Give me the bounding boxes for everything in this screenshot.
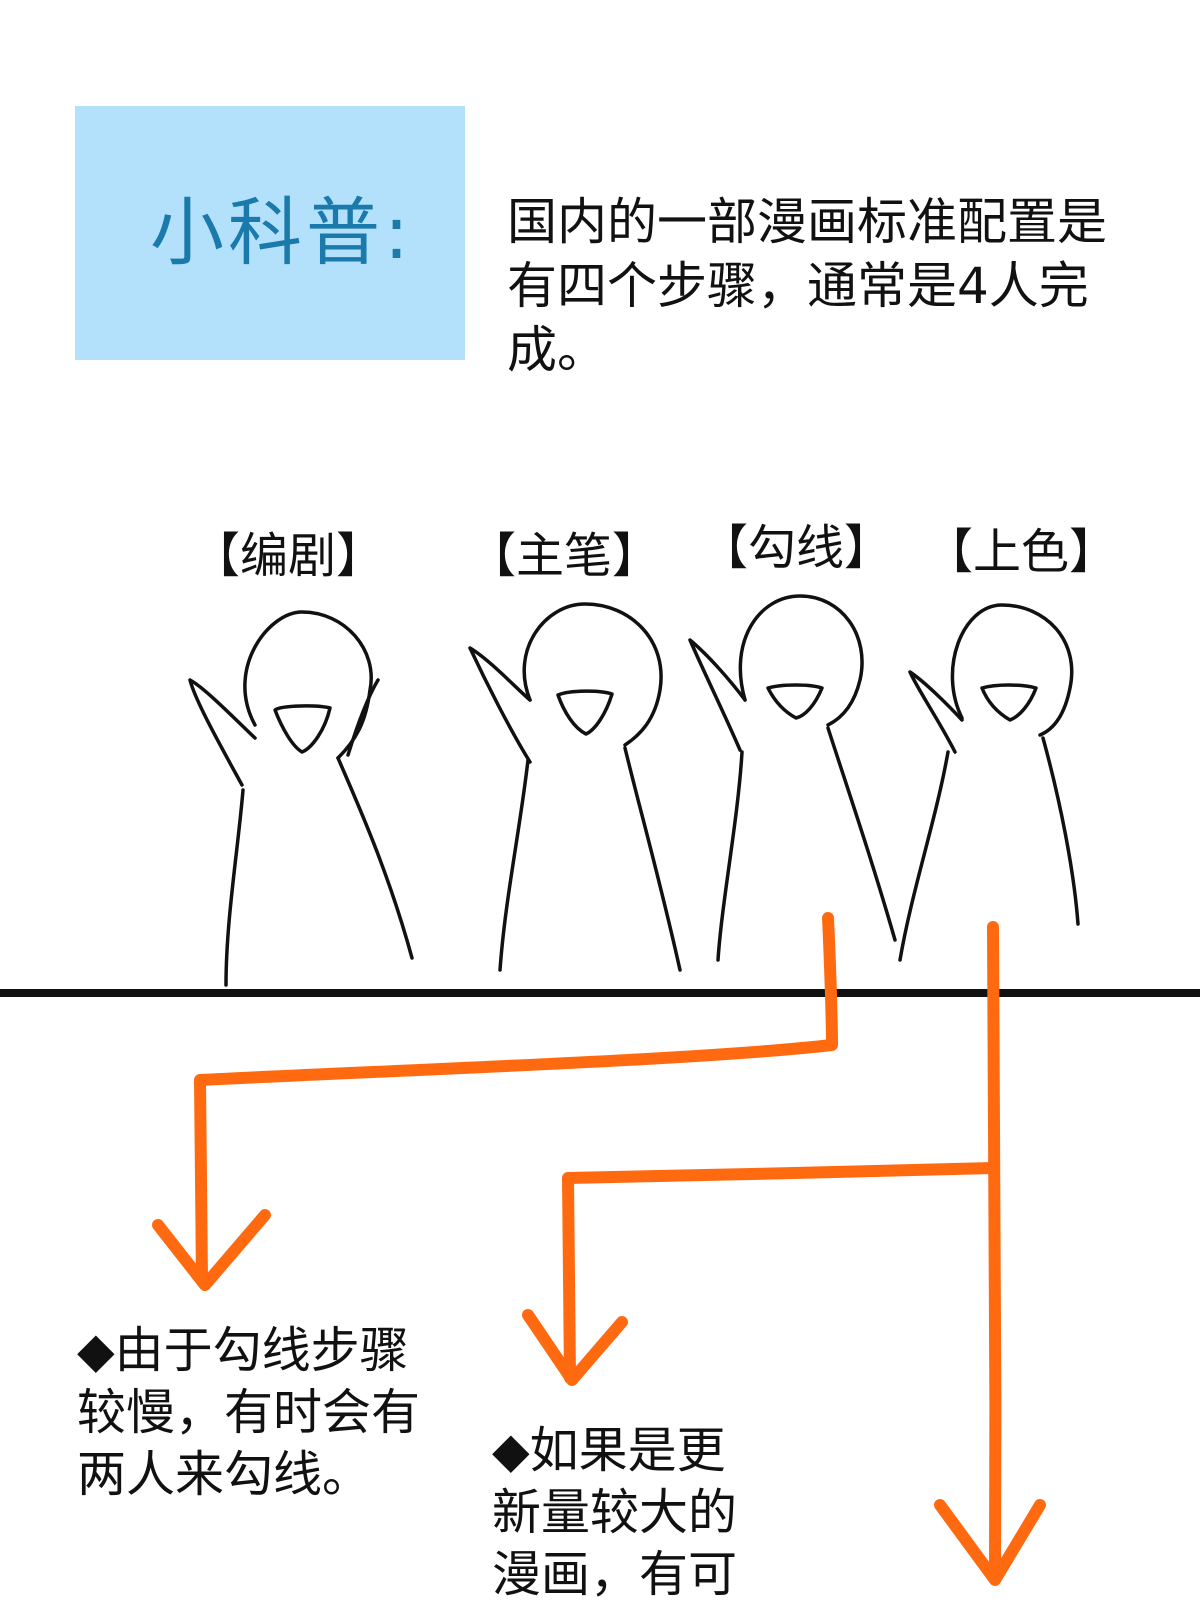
role-label-colorist: 【上色】: [925, 524, 1118, 580]
stick-figure-inker: [688, 594, 897, 962]
arrow-path-middle: [562, 1162, 999, 1384]
arrow-path-right-trunk: [987, 921, 1002, 1581]
stick-figure-colorist: [898, 603, 1080, 962]
arrowhead-left: [152, 1209, 271, 1291]
section-label: 小科普:: [150, 190, 413, 276]
arrowhead-middle: [522, 1309, 628, 1386]
intro-text: 国内的一部漫画标准配置是有四个步骤，通常是4人完成。: [507, 193, 1107, 379]
note-inker: ◆由于勾线步骤较慢，有时会有两人来勾线。: [77, 1322, 421, 1503]
role-label-lead-artist: 【主笔】: [468, 528, 661, 584]
role-label-screenwriter: 【编剧】: [192, 528, 385, 584]
stick-figure-screenwriter: [188, 610, 414, 987]
stick-figure-lead-artist: [468, 602, 682, 972]
arrow-path-left: [194, 912, 838, 1286]
note-update-volume: ◆如果是更新量较大的漫画，有可: [492, 1422, 738, 1603]
label-box: [75, 106, 465, 360]
role-label-inker: 【勾线】: [700, 520, 893, 576]
arrowhead-right: [934, 1499, 1046, 1586]
arrows: [152, 912, 1046, 1586]
